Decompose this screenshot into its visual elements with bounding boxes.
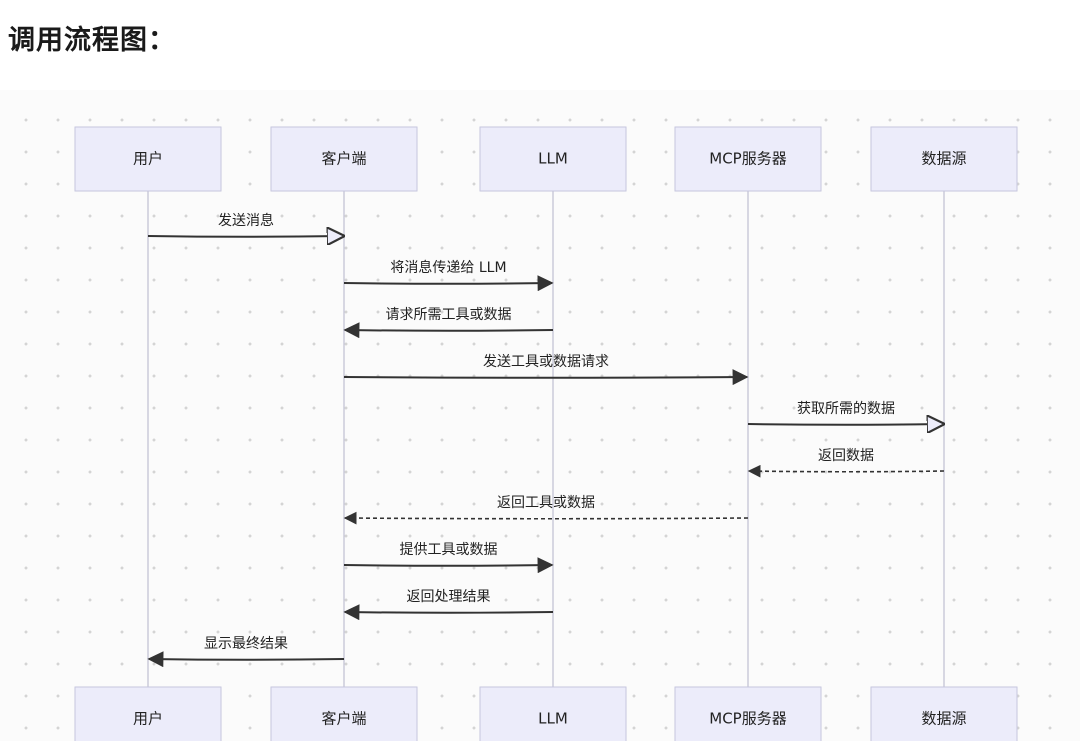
participant-label: 数据源 — [921, 710, 966, 728]
message-4: 发送工具或数据请求 — [343, 354, 749, 386]
participant-user-top: 用户 — [74, 126, 222, 192]
message-arrow — [343, 322, 554, 339]
message-8: 提供工具或数据 — [343, 542, 554, 574]
participant-box — [270, 686, 418, 741]
participant-box — [74, 686, 222, 741]
message-arrow — [747, 424, 943, 425]
participant-label: 用户 — [133, 150, 163, 168]
participant-label: 客户端 — [321, 150, 366, 168]
participant-label: 数据源 — [921, 150, 966, 168]
participant-user-bottom: 用户 — [74, 686, 222, 741]
participant-box — [870, 686, 1018, 741]
message-arrow — [343, 604, 554, 621]
message-5: 获取所需的数据 — [747, 401, 943, 425]
participant-datasource-bottom: 数据源 — [870, 686, 1018, 741]
message-arrow — [343, 275, 554, 292]
message-arrow — [747, 464, 945, 478]
participant-client-top: 客户端 — [270, 126, 418, 192]
message-arrow — [147, 651, 345, 668]
participant-label: 用户 — [133, 710, 163, 728]
message-label: 将消息传递给 LLM — [390, 259, 506, 276]
participant-box — [674, 126, 822, 192]
message-label: 提供工具或数据 — [400, 542, 498, 558]
participant-label: MCP服务器 — [709, 710, 786, 728]
participant-llm-bottom: LLM — [479, 686, 627, 741]
participant-box — [870, 126, 1018, 192]
message-9: 返回处理结果 — [343, 589, 554, 621]
participant-box — [479, 686, 627, 741]
page-title: 调用流程图： — [8, 25, 176, 56]
participant-mcp-bottom: MCP服务器 — [674, 686, 822, 741]
participant-label: MCP服务器 — [709, 150, 786, 168]
message-arrow — [343, 369, 749, 386]
message-label: 返回数据 — [818, 448, 874, 464]
message-7: 返回工具或数据 — [343, 495, 749, 525]
message-10: 显示最终结果 — [147, 636, 345, 668]
message-arrow — [343, 557, 554, 574]
participant-box — [74, 126, 222, 192]
message-label: 请求所需工具或数据 — [386, 307, 512, 323]
message-3: 请求所需工具或数据 — [343, 307, 554, 339]
message-label: 返回工具或数据 — [497, 495, 595, 511]
message-label: 发送工具或数据请求 — [483, 354, 609, 370]
participant-llm-top: LLM — [479, 126, 627, 192]
participant-box — [674, 686, 822, 741]
message-label: 获取所需的数据 — [797, 401, 895, 417]
message-6: 返回数据 — [747, 448, 945, 478]
participant-datasource-top: 数据源 — [870, 126, 1018, 192]
participant-box — [479, 126, 627, 192]
message-label: 发送消息 — [218, 212, 274, 229]
participant-client-bottom: 客户端 — [270, 686, 418, 741]
message-label: 显示最终结果 — [204, 636, 288, 652]
message-1: 发送消息 — [147, 212, 343, 237]
participant-label: LLM — [538, 710, 568, 728]
participant-mcp-top: MCP服务器 — [674, 126, 822, 192]
participant-box — [270, 126, 418, 192]
participant-label: LLM — [538, 150, 568, 168]
message-label: 返回处理结果 — [407, 589, 491, 605]
participant-label: 客户端 — [321, 710, 366, 728]
message-arrow — [343, 511, 749, 525]
message-arrow — [147, 236, 343, 237]
message-2: 将消息传递给 LLM — [343, 259, 554, 292]
